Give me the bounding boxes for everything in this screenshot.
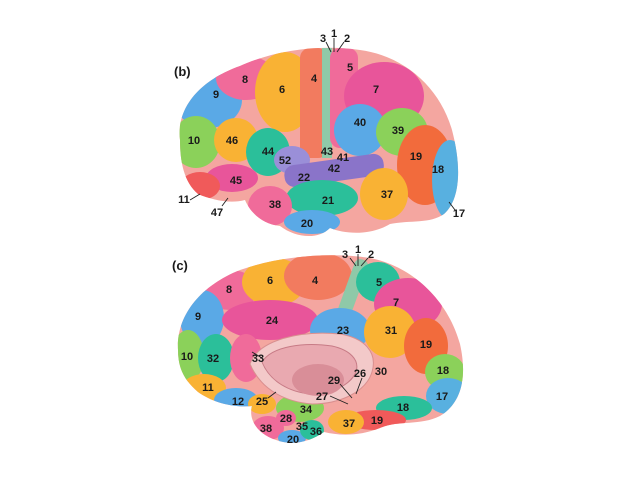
- area-label: 23: [337, 325, 349, 337]
- area-label: 37: [343, 418, 355, 430]
- area-label: 34: [300, 404, 313, 416]
- area-label: 8: [242, 74, 248, 86]
- area-label: 25: [256, 396, 268, 408]
- area-label: 7: [373, 84, 379, 96]
- area-label: 7: [393, 297, 399, 309]
- area-label: 18: [397, 402, 409, 414]
- area-label: 26: [354, 368, 366, 380]
- area-label: 18: [432, 164, 444, 176]
- area-label: 18: [437, 365, 449, 377]
- area-label: 43: [321, 146, 333, 158]
- area-label: 46: [226, 135, 238, 147]
- area-label: 39: [392, 125, 404, 137]
- area-label: 28: [280, 413, 292, 425]
- area-label: 40: [354, 117, 366, 129]
- area-label: 21: [322, 195, 334, 207]
- area-label: 38: [260, 423, 272, 435]
- area-label: 11: [202, 382, 214, 394]
- area-label: 37: [381, 189, 393, 201]
- area-label: 41: [337, 152, 349, 164]
- area-label: 20: [287, 434, 299, 446]
- area-label: 31: [385, 325, 397, 337]
- area-label: 33: [252, 353, 264, 365]
- area-label: 12: [232, 396, 244, 408]
- panel-b-label: (b): [174, 64, 191, 79]
- area-label: 10: [188, 135, 200, 147]
- area-label: 11: [178, 194, 190, 206]
- area-label: 47: [211, 207, 223, 219]
- panel-c-label: (c): [172, 258, 188, 273]
- area-label: 45: [230, 175, 242, 187]
- area-label: 17: [453, 208, 465, 220]
- area-label: 9: [195, 311, 201, 323]
- area-label: 24: [266, 315, 279, 327]
- area-label: 19: [410, 151, 422, 163]
- area-label: 52: [279, 155, 291, 167]
- area-label: 9: [213, 89, 219, 101]
- panel-b-lateral-brain: [179, 47, 459, 237]
- area-label: 10: [181, 351, 193, 363]
- area-label: 2: [368, 249, 374, 261]
- area-label: 5: [376, 277, 382, 289]
- panel-c-medial-brain: [177, 255, 464, 443]
- area-label: 20: [301, 218, 313, 230]
- area-label: 3: [342, 249, 348, 261]
- area-label: 38: [269, 199, 281, 211]
- area-label: 5: [347, 62, 353, 74]
- area-label: 8: [226, 284, 232, 296]
- area-label: 6: [267, 275, 273, 287]
- area-label: 4: [311, 73, 318, 85]
- panel-c-area-labels: 3 1 2 8 6 4 5 7 9 24 23 31 10 32 33 19 2…: [181, 244, 449, 446]
- area-label: 3: [320, 33, 326, 45]
- area-label: 19: [420, 339, 432, 351]
- panel-b-area-labels: 3 1 2 8 4 5 9 6 7 40 10 46 39 44 43 41 5…: [178, 28, 465, 230]
- area-label: 6: [279, 84, 285, 96]
- area-label: 30: [375, 366, 387, 378]
- area-label: 22: [298, 172, 310, 184]
- area-label: 35: [296, 421, 308, 433]
- panel-c-leader-lines: [251, 254, 369, 405]
- area-label: 29: [328, 375, 340, 387]
- area-label: 4: [312, 275, 319, 287]
- area-label: 1: [331, 28, 337, 40]
- area-label: 36: [310, 426, 322, 438]
- area-label: 19: [371, 415, 383, 427]
- area-label: 2: [344, 33, 350, 45]
- area-label: 1: [355, 244, 361, 256]
- area-label: 17: [436, 391, 448, 403]
- area-label: 27: [316, 391, 328, 403]
- area-label: 42: [328, 163, 340, 175]
- area-label: 32: [207, 353, 219, 365]
- panel-b-leader-lines: [189, 38, 456, 211]
- area-label: 44: [262, 146, 275, 158]
